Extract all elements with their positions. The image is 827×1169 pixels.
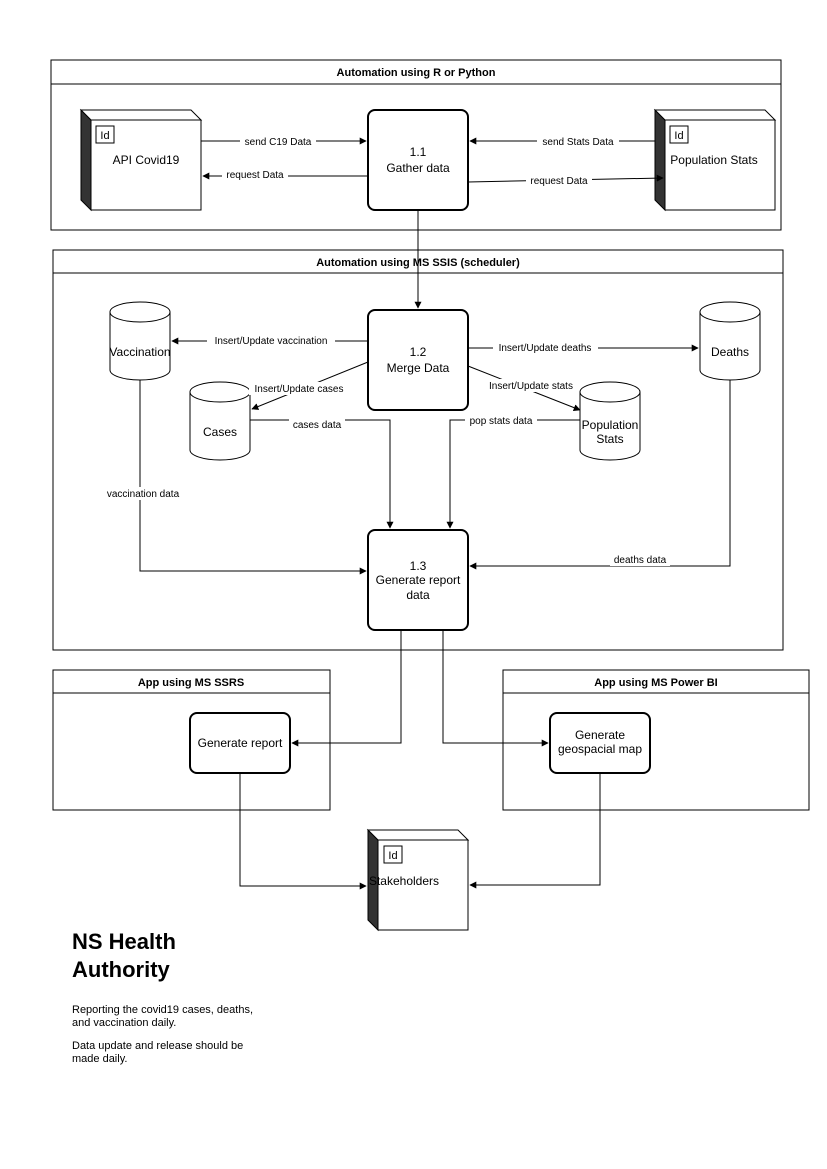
process-label: Merge Data xyxy=(387,361,450,375)
process-label-line2: data xyxy=(406,588,430,602)
notes-line-1: Reporting the covid19 cases, deaths, and… xyxy=(72,1004,254,1029)
edge-label: Insert/Update stats xyxy=(489,381,573,392)
edge-label: deaths data xyxy=(614,555,667,566)
process-label: Generate report xyxy=(198,736,283,750)
external-entity-stakeholders: Id Stakeholders xyxy=(366,828,470,932)
edge-label: Insert/Update vaccination xyxy=(215,336,328,347)
edge-report-to-stakeholders xyxy=(239,773,367,890)
process-label-line1: Generate xyxy=(575,728,625,742)
authority-title: NS Health Authority xyxy=(72,929,176,982)
process-merge-data: 1.2 Merge Data xyxy=(367,309,469,411)
entity-label: Stakeholders xyxy=(369,874,439,888)
edge-vaccination-data xyxy=(139,380,367,575)
process-number: 1.2 xyxy=(410,345,427,359)
id-tag-text: Id xyxy=(674,130,683,142)
edge-label: Insert/Update cases xyxy=(255,384,344,395)
entity-label: Population Stats xyxy=(670,153,757,167)
lane-title: App using MS SSRS xyxy=(138,677,244,689)
edge-to-geospacial-map xyxy=(442,630,549,747)
datastore-label: Vaccination xyxy=(109,345,170,359)
id-tag xyxy=(669,125,689,144)
edge-label: send Stats Data xyxy=(542,137,614,148)
process-label-line2: geospacial map xyxy=(558,742,642,756)
edge-label: pop stats data xyxy=(470,416,533,427)
datastore-vaccination: Vaccination xyxy=(109,301,171,381)
id-tag xyxy=(383,845,403,864)
lane-title: Automation using R or Python xyxy=(337,67,496,79)
notes-panel: NS Health Authority Reporting the covid1… xyxy=(72,928,272,1076)
edge-deaths-data xyxy=(469,380,731,570)
process-label-line1: Generate report xyxy=(376,573,461,587)
external-entity-api-covid19: Id API Covid19 xyxy=(79,108,203,212)
edge-label: Insert/Update deaths xyxy=(499,343,592,354)
process-generate-report-data: 1.3 Generate report data xyxy=(367,529,469,631)
datastore-label: Cases xyxy=(203,425,237,439)
edge-label: cases data xyxy=(293,420,342,431)
process-label: Gather data xyxy=(386,161,450,175)
id-tag xyxy=(95,125,115,144)
entity-label: API Covid19 xyxy=(113,153,180,167)
edge-label: request Data xyxy=(530,176,588,187)
edge-to-generate-report xyxy=(291,630,402,747)
edge-map-to-stakeholders xyxy=(469,773,601,889)
notes-line-2: Data update and release should be made d… xyxy=(72,1040,244,1065)
datastore-label: Deaths xyxy=(711,345,749,359)
process-number: 1.3 xyxy=(410,559,427,573)
edge-label: vaccination data xyxy=(107,489,180,500)
id-tag-text: Id xyxy=(100,130,109,142)
datastore-deaths: Deaths xyxy=(699,301,761,381)
datastore-label-line2: Stats xyxy=(596,432,623,446)
datastore-population-stats: Population Stats xyxy=(579,381,641,461)
process-gather-data: 1.1 Gather data xyxy=(367,109,469,211)
external-entity-population-stats: Id Population Stats xyxy=(653,108,777,212)
lane-title: App using MS Power BI xyxy=(594,677,717,689)
id-tag-text: Id xyxy=(388,850,397,862)
datastore-label-line1: Population xyxy=(582,418,639,432)
edge-label: request Data xyxy=(226,170,284,181)
process-number: 1.1 xyxy=(410,145,427,159)
datastore-cases: Cases xyxy=(189,381,251,461)
lane-app-powerbi: App using MS Power BI xyxy=(502,669,810,811)
process-generate-report: Generate report xyxy=(189,712,291,774)
process-generate-geospacial-map: Generate geospacial map xyxy=(549,712,651,774)
edge-label: send C19 Data xyxy=(245,137,312,148)
